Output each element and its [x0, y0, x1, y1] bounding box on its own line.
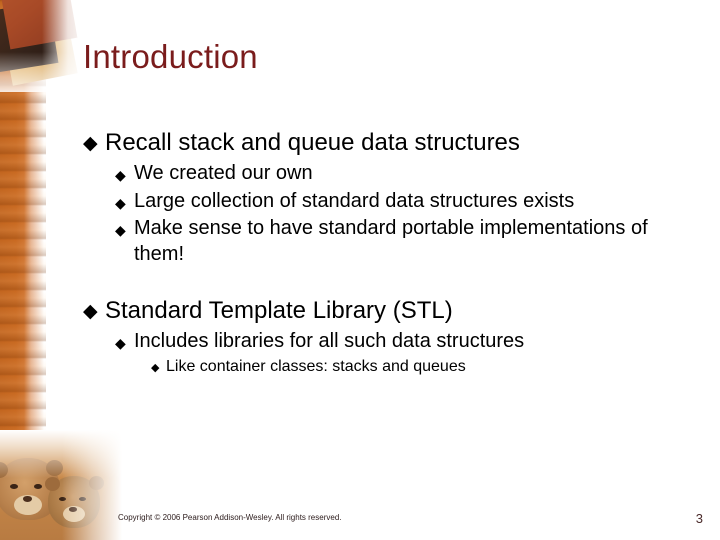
bullet-level2: ◆ Large collection of standard data stru…: [83, 189, 693, 215]
diamond-bullet-icon: ◆: [83, 133, 98, 154]
slide-body: ◆ Recall stack and queue data structures…: [83, 128, 693, 377]
section-spacer: [83, 270, 693, 296]
copyright-notice: Copyright © 2006 Pearson Addison-Wesley.…: [118, 513, 342, 522]
page-number: 3: [695, 511, 703, 526]
bullet-text: We created our own: [134, 162, 313, 185]
diamond-bullet-icon: ◆: [115, 194, 126, 211]
bullet-level2: ◆ Includes libraries for all such data s…: [83, 329, 693, 355]
diamond-bullet-icon: ◆: [115, 167, 126, 184]
bullet-level1: ◆ Recall stack and queue data structures: [83, 128, 693, 157]
diamond-bullet-icon: ◆: [115, 222, 126, 239]
bullet-text: Standard Template Library (STL): [105, 296, 453, 324]
bullet-text: Large collection of standard data struct…: [134, 189, 575, 212]
diamond-bullet-icon: ◆: [151, 361, 160, 374]
bullet-text: Make sense to have standard portable imp…: [134, 217, 648, 266]
bullet-level3: ◆ Like container classes: stacks and que…: [83, 357, 693, 378]
slide-title: Introduction: [83, 38, 258, 75]
diamond-bullet-icon: ◆: [83, 300, 98, 322]
lions-fade-overlay: [0, 430, 128, 540]
bullet-text: Like container classes: stacks and queue…: [166, 357, 466, 375]
diamond-bullet-icon: ◆: [115, 334, 126, 351]
bullet-text: Includes libraries for all such data str…: [134, 329, 525, 352]
motif-fade-overlay: [0, 0, 92, 92]
bullet-level2: ◆ We created our own: [83, 161, 693, 187]
bullet-level1: ◆ Standard Template Library (STL): [83, 296, 693, 325]
lions-photo: [0, 430, 128, 540]
bullet-level2: ◆ Make sense to have standard portable i…: [83, 216, 693, 267]
corner-squares-motif: [0, 0, 92, 92]
bullet-text: Recall stack and queue data structures: [105, 129, 520, 156]
